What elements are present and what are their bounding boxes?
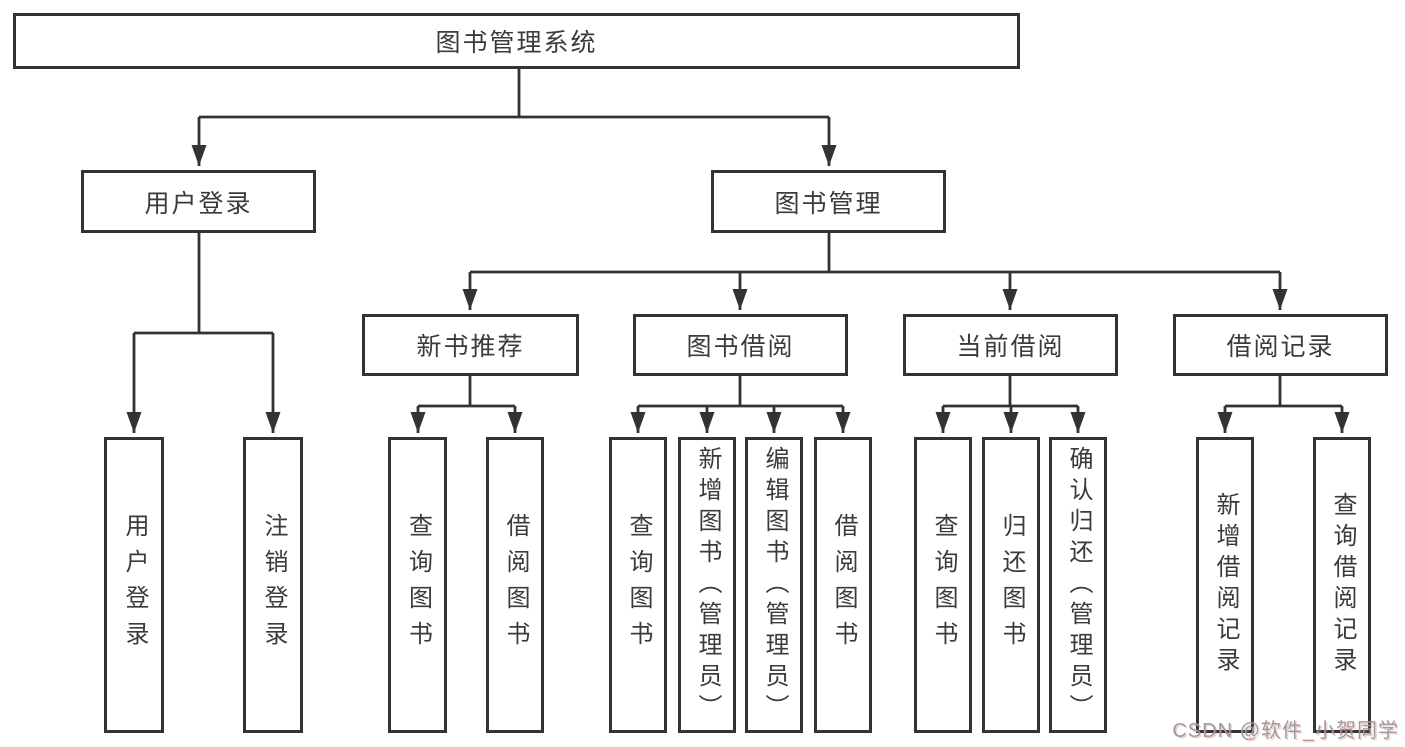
node-label-book-borrow: 图书借阅 (686, 333, 795, 361)
leaf-label-borrow-books: 借阅图书 (830, 513, 857, 657)
leaf-box-logout: 注销登录 (243, 437, 303, 733)
node-box-book-management: 图书管理 (711, 170, 946, 233)
leaf-label-query-books-current: 查询图书 (930, 513, 957, 657)
node-label-borrow-records: 借阅记录 (1226, 333, 1335, 361)
leaf-label-borrow-books-recommend: 借阅图书 (502, 513, 529, 657)
leaf-label-user-login: 用户登录 (121, 513, 148, 657)
node-box-current-borrow: 当前借阅 (903, 314, 1118, 376)
node-box-user-login: 用户登录 (81, 170, 316, 233)
leaf-box-return-books: 归还图书 (982, 437, 1040, 733)
leaf-label-return-books: 归还图书 (998, 513, 1025, 657)
node-box-book-borrow: 图书借阅 (633, 314, 848, 376)
leaf-label-query-borrow-record: 查询借阅记录 (1329, 492, 1356, 678)
leaf-label-logout: 注销登录 (260, 513, 287, 657)
node-label-book-management: 图书管理 (774, 189, 883, 218)
leaf-label-add-books-admin: 新增图书（管理员） (694, 445, 721, 725)
leaf-box-confirm-return-admin: 确认归还（管理员） (1049, 437, 1107, 733)
leaf-label-edit-books-admin: 编辑图书（管理员） (761, 445, 788, 725)
leaf-box-user-login: 用户登录 (104, 437, 164, 733)
leaf-box-add-borrow-record: 新增借阅记录 (1196, 437, 1254, 733)
node-label-new-book-recommend: 新书推荐 (416, 333, 525, 361)
leaf-box-query-books-recommend: 查询图书 (388, 437, 447, 733)
csdn-watermark: CSDN @软件_小贺同学 (1172, 720, 1399, 742)
node-label-system-root: 图书管理系统 (435, 29, 598, 57)
leaf-box-edit-books-admin: 编辑图书（管理员） (745, 437, 803, 733)
node-label-user-login: 用户登录 (144, 189, 253, 218)
node-box-borrow-records: 借阅记录 (1173, 314, 1388, 376)
leaf-box-add-books-admin: 新增图书（管理员） (678, 437, 736, 733)
leaf-label-query-books-borrow: 查询图书 (625, 513, 652, 657)
leaf-box-borrow-books-recommend: 借阅图书 (486, 437, 544, 733)
node-box-new-book-recommend: 新书推荐 (362, 314, 579, 376)
leaf-label-add-borrow-record: 新增借阅记录 (1212, 492, 1239, 678)
leaf-box-query-borrow-record: 查询借阅记录 (1313, 437, 1371, 733)
leaf-box-borrow-books: 借阅图书 (814, 437, 872, 733)
leaf-label-confirm-return-admin: 确认归还（管理员） (1065, 445, 1092, 725)
node-box-system-root: 图书管理系统 (13, 13, 1020, 69)
leaf-box-query-books-current: 查询图书 (914, 437, 972, 733)
leaf-label-query-books-recommend: 查询图书 (404, 513, 432, 657)
leaf-box-query-books-borrow: 查询图书 (609, 437, 667, 733)
node-label-current-borrow: 当前借阅 (956, 333, 1065, 361)
